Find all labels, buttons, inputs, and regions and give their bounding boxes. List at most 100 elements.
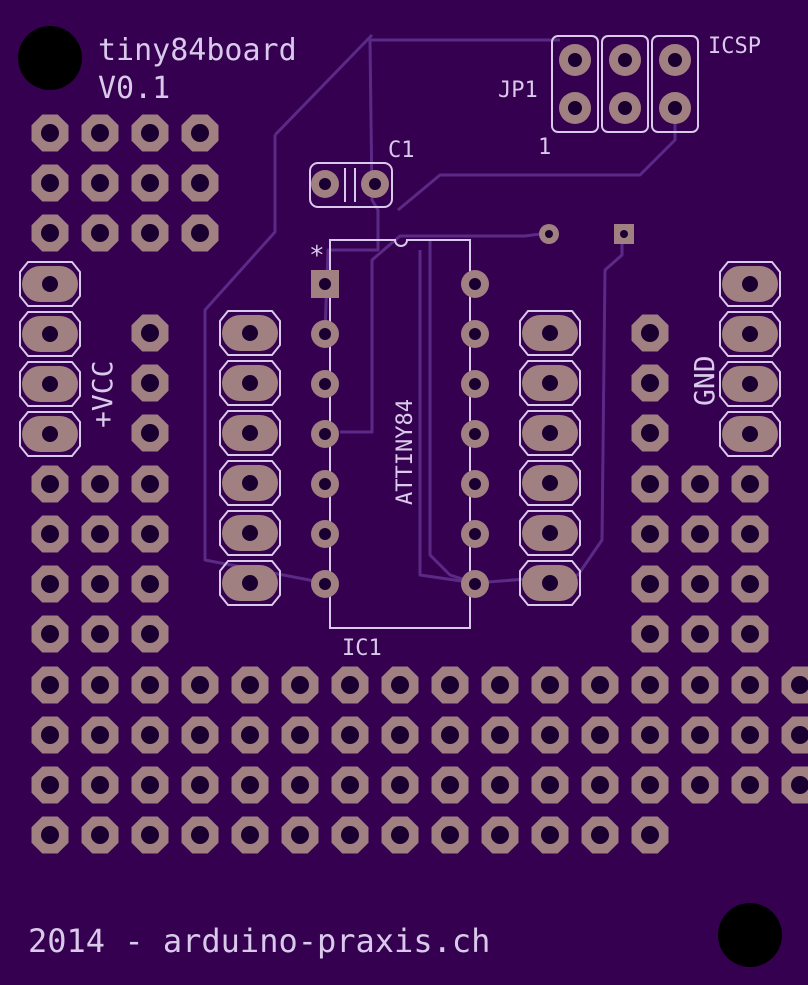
pad (731, 766, 769, 804)
pad-hole (41, 625, 59, 643)
pad (581, 716, 619, 754)
pad (81, 816, 119, 854)
pad (331, 666, 369, 704)
pad-hole (391, 826, 409, 844)
pad (131, 666, 169, 704)
pad (631, 465, 669, 503)
pad-hole (542, 475, 558, 491)
pad (681, 615, 719, 653)
pad (311, 420, 339, 448)
pad (81, 716, 119, 754)
pad-hole (91, 776, 109, 794)
pad (31, 214, 69, 252)
pad (131, 414, 169, 452)
pad-hole (741, 726, 759, 744)
pad-hole (91, 224, 109, 242)
pad (131, 364, 169, 402)
pad (31, 164, 69, 202)
pad (431, 666, 469, 704)
pad-hole (742, 426, 758, 442)
pad (731, 615, 769, 653)
pad (631, 314, 669, 352)
pad (81, 766, 119, 804)
pad-hole (41, 826, 59, 844)
pad-hole (641, 726, 659, 744)
pad-hole (141, 575, 159, 593)
pad (522, 415, 578, 451)
pad (31, 615, 69, 653)
pad (631, 364, 669, 402)
pad (614, 224, 634, 244)
footer-label: 2014 - arduino-praxis.ch (28, 922, 490, 960)
pad-hole (641, 776, 659, 794)
pad-hole (542, 375, 558, 391)
pad (381, 816, 419, 854)
pad-hole (391, 726, 409, 744)
pad (81, 565, 119, 603)
pad-hole (568, 101, 582, 115)
pad (559, 44, 591, 76)
pad (131, 164, 169, 202)
pad (631, 766, 669, 804)
header-outline (219, 510, 281, 556)
pad (131, 565, 169, 603)
pad-hole (191, 776, 209, 794)
pad-hole (141, 826, 159, 844)
pad-hole (620, 230, 628, 238)
pad-hole (291, 676, 309, 694)
pad (581, 766, 619, 804)
pad-hole (469, 478, 481, 490)
pad (461, 420, 489, 448)
pad-hole (91, 625, 109, 643)
pad-hole (741, 575, 759, 593)
pad-hole (141, 124, 159, 142)
pad (281, 666, 319, 704)
pad-hole (742, 276, 758, 292)
pad (222, 515, 278, 551)
pad-hole (469, 578, 481, 590)
pad (481, 766, 519, 804)
pad-hole (319, 428, 331, 440)
pad (331, 766, 369, 804)
pad-hole (41, 525, 59, 543)
pad-hole (341, 776, 359, 794)
pad (131, 816, 169, 854)
pad (531, 716, 569, 754)
pad-hole (691, 776, 709, 794)
pad-hole (742, 376, 758, 392)
header-outline (219, 410, 281, 456)
pad (222, 565, 278, 601)
pad-hole (319, 378, 331, 390)
pad (781, 716, 808, 754)
pad-hole (191, 726, 209, 744)
pad-hole (469, 328, 481, 340)
icsp-outline (551, 35, 599, 133)
pad-hole (41, 726, 59, 744)
pad-hole (641, 324, 659, 342)
pad-hole (241, 726, 259, 744)
pad (131, 716, 169, 754)
pad (522, 565, 578, 601)
pad-hole (42, 326, 58, 342)
pad-hole (491, 726, 509, 744)
pad-hole (141, 625, 159, 643)
pad (522, 515, 578, 551)
copper-trace (397, 110, 677, 212)
mounting-hole-top-left (18, 26, 82, 90)
pad (31, 565, 69, 603)
pad (481, 716, 519, 754)
pad (631, 615, 669, 653)
pad (681, 515, 719, 553)
header-outline (19, 361, 81, 407)
pad-hole (691, 475, 709, 493)
pad (22, 266, 78, 302)
board-name-label: tiny84board (98, 33, 297, 68)
header-outline (519, 360, 581, 406)
pad-hole (141, 424, 159, 442)
pad (181, 666, 219, 704)
pad (131, 465, 169, 503)
pad (31, 465, 69, 503)
pad (131, 615, 169, 653)
header-outline (519, 560, 581, 606)
pad-hole (469, 528, 481, 540)
